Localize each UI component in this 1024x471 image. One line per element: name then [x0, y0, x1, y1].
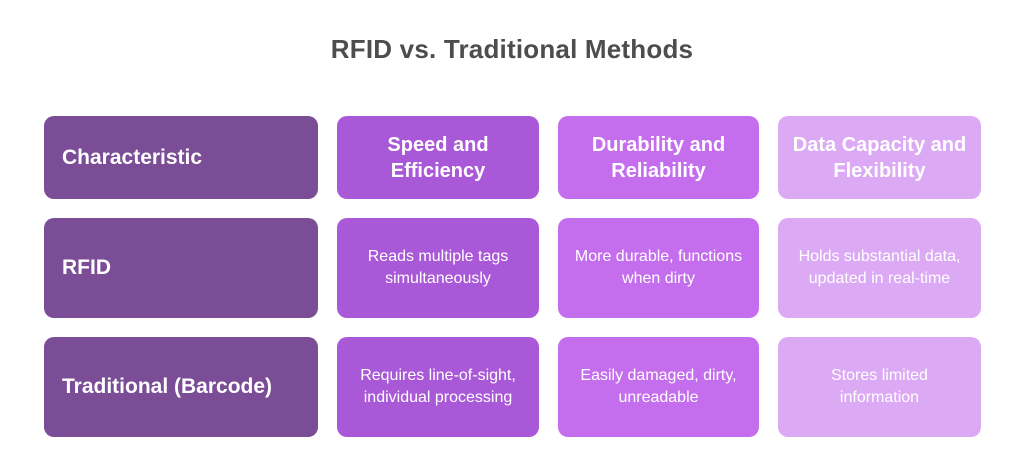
cell-traditional-durability: Easily damaged, dirty, unreadable — [558, 337, 759, 437]
header-cell-data-capacity-and-flexibility: Data Capacity and Flexibility — [778, 116, 981, 199]
row-label-traditional-barcode: Traditional (Barcode) — [44, 337, 318, 437]
cell-traditional-speed: Requires line-of-sight, individual proce… — [337, 337, 539, 437]
cell-traditional-data-capacity: Stores limited information — [778, 337, 981, 437]
header-cell-durability-and-reliability: Durability and Reliability — [558, 116, 759, 199]
cell-rfid-data-capacity: Holds substantial data, updated in real-… — [778, 218, 981, 318]
cell-rfid-durability: More durable, functions when dirty — [558, 218, 759, 318]
header-cell-speed-and-efficiency: Speed and Efficiency — [337, 116, 539, 199]
page-title: RFID vs. Traditional Methods — [330, 34, 694, 64]
header-cell-characteristic: Characteristic — [44, 116, 318, 199]
comparison-table: Characteristic Speed and Efficiency Dura… — [44, 116, 981, 437]
cell-rfid-speed: Reads multiple tags simultaneously — [337, 218, 539, 318]
row-label-rfid: RFID — [44, 218, 318, 318]
